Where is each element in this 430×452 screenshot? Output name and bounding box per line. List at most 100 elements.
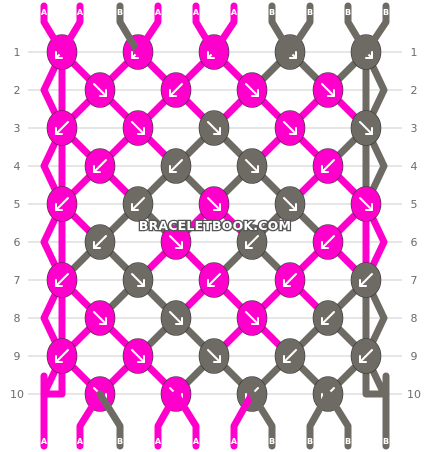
arrow-down-left-icon xyxy=(131,197,145,211)
arrow-head xyxy=(321,317,329,325)
arrow-down-right-icon xyxy=(359,121,373,135)
row-label-left: 10 xyxy=(10,388,24,401)
knot xyxy=(84,224,116,260)
arrow-down-left-icon xyxy=(55,273,69,287)
thread-letter-top: B xyxy=(269,8,275,17)
arrow-head xyxy=(131,51,139,59)
knot xyxy=(198,186,230,222)
arrow-head xyxy=(289,203,297,211)
thread-end-top xyxy=(134,2,162,56)
thread-letter-bottom: B xyxy=(117,437,123,446)
arrow-down-left-icon xyxy=(207,273,221,287)
arrow-head xyxy=(207,51,215,59)
arrow-down-left-icon xyxy=(321,159,335,173)
arrow-head xyxy=(251,317,259,325)
row-label-right: 8 xyxy=(411,312,418,325)
thread-letter-bottom: A xyxy=(231,437,238,446)
thread-letter-top: A xyxy=(41,8,48,17)
arrow-head xyxy=(55,127,63,135)
arrow-down-left-icon xyxy=(55,349,69,363)
arrow-head xyxy=(213,127,221,135)
knot xyxy=(350,110,382,146)
thread-end-top xyxy=(286,2,314,56)
row-label-right: 6 xyxy=(411,236,418,249)
thread-letter-bottom: A xyxy=(77,437,84,446)
arrow-head xyxy=(283,279,291,287)
row-label-right: 2 xyxy=(411,84,418,97)
knot xyxy=(46,110,78,146)
knot xyxy=(350,186,382,222)
knot xyxy=(160,148,192,184)
arrow-down-right-icon xyxy=(245,83,259,97)
knot xyxy=(350,262,382,298)
row-label-left: 9 xyxy=(14,350,21,363)
arrow-head xyxy=(251,165,259,173)
thread-end-top xyxy=(116,2,142,56)
row-label-left: 8 xyxy=(14,312,21,325)
knot xyxy=(312,148,344,184)
thread-end-bottom xyxy=(306,390,332,450)
arrow-head xyxy=(359,279,367,287)
arrow-head xyxy=(213,203,221,211)
thread-letter-bottom: A xyxy=(155,437,162,446)
knot xyxy=(160,72,192,108)
knot xyxy=(350,338,382,374)
arrow-head xyxy=(131,203,139,211)
row-label-right: 7 xyxy=(411,274,418,287)
arrow-down-left-icon xyxy=(169,159,183,173)
arrow-down-right-icon xyxy=(207,349,221,363)
arrow-down-right-icon xyxy=(169,311,183,325)
thread-end-top xyxy=(210,2,238,56)
arrow-down-right-icon xyxy=(131,121,145,135)
knot xyxy=(274,338,306,374)
arrow-head xyxy=(137,279,145,287)
knot xyxy=(46,186,78,222)
thread-end-bottom xyxy=(324,390,352,450)
thread-end-bottom xyxy=(96,390,124,450)
arrow-head xyxy=(213,355,221,363)
arrow-head xyxy=(137,355,145,363)
arrow-head xyxy=(321,241,329,249)
thread-letter-bottom: B xyxy=(383,437,389,446)
arrow-head xyxy=(327,89,335,97)
arrow-down-right-icon xyxy=(245,311,259,325)
row-label-right: 9 xyxy=(411,350,418,363)
knot xyxy=(84,300,116,336)
thread-end-top xyxy=(40,2,66,56)
arrow-down-right-icon xyxy=(283,197,297,211)
thread-end-top xyxy=(58,2,84,56)
arrow-head xyxy=(93,165,101,173)
arrow-down-left-icon xyxy=(55,197,69,211)
thread-end-bottom xyxy=(76,390,104,450)
arrow-down-left-icon xyxy=(55,121,69,135)
row-label-left: 1 xyxy=(14,46,21,59)
thread-letter-bottom: B xyxy=(269,437,275,446)
arrow-head xyxy=(99,317,107,325)
arrow-down-left-icon xyxy=(93,159,107,173)
arrow-down-left-icon xyxy=(169,83,183,97)
arrow-down-right-icon xyxy=(131,349,145,363)
thread-letter-bottom: B xyxy=(345,437,351,446)
thread-letter-bottom: B xyxy=(307,437,313,446)
arrow-down-right-icon xyxy=(93,83,107,97)
arrow-down-right-icon xyxy=(207,121,221,135)
thread-letter-top: A xyxy=(77,8,84,17)
thread-letter-top: A xyxy=(231,8,238,17)
thread-end-bottom xyxy=(154,390,180,450)
arrow-head xyxy=(283,355,291,363)
arrow-down-left-icon xyxy=(321,311,335,325)
arrow-head xyxy=(321,165,329,173)
knot xyxy=(198,110,230,146)
knot xyxy=(46,338,78,374)
arrow-down-right-icon xyxy=(283,121,297,135)
thread-letter-top: B xyxy=(345,8,351,17)
arrow-head xyxy=(169,89,177,97)
arrow-head xyxy=(55,355,63,363)
knot xyxy=(160,224,192,260)
thread-end-bottom xyxy=(248,390,276,450)
arrow-head xyxy=(99,89,107,97)
thread-letter-top: B xyxy=(383,8,389,17)
arrow-down-right-icon xyxy=(131,273,145,287)
